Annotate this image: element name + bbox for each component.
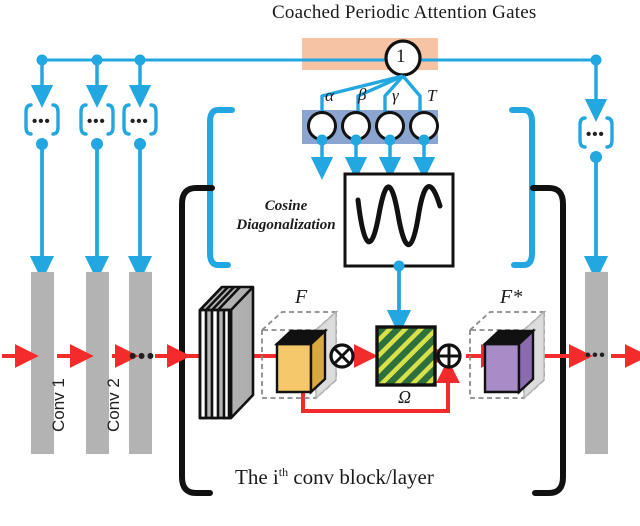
conv-ellipsis-dots: •••	[129, 345, 156, 368]
block-caption-pre: The i	[235, 465, 279, 489]
cosine-to-omega	[386, 260, 412, 335]
cosine-box	[343, 172, 455, 268]
feature-cube-F-star-label: F*	[500, 286, 523, 308]
page-title: Coached Periodic Attention Gates	[272, 2, 537, 23]
black-block-bracket-left	[179, 185, 215, 496]
feature-cube-F-star	[469, 310, 547, 400]
feature-plate-stack	[198, 285, 255, 420]
param-out-nodes	[316, 134, 430, 146]
cyan-bus-drops	[30, 62, 608, 122]
feature-cube-F-label: F	[295, 286, 308, 308]
cosine-box-line2: Diagonalization	[236, 217, 336, 233]
residual-skip-path	[301, 359, 460, 413]
gate-bracket-4-dots: •••	[586, 126, 605, 143]
param-to-cosine-arrows	[310, 142, 436, 180]
conv-tail-dots: •••	[585, 347, 607, 364]
cyan-bus-nodes	[36, 54, 602, 66]
attention-omega-label: Ω	[398, 387, 412, 407]
cosine-box-line1: Cosine	[264, 198, 308, 214]
param-label-alpha: α	[325, 86, 334, 105]
gate-bracket-2-dots: •••	[87, 113, 106, 130]
gate-to-conv-arrows	[29, 146, 609, 281]
conv-2-label: Conv 2	[104, 378, 123, 432]
gate-bracket-3-dots: •••	[130, 113, 149, 130]
block-caption: The ith conv block/layer	[235, 466, 434, 488]
gate-brackets	[24, 103, 614, 149]
param-label-period: T	[427, 86, 437, 105]
attention-map-omega-shape	[375, 325, 437, 387]
param-label-beta: β	[358, 85, 367, 104]
root-to-params-fan	[320, 74, 422, 112]
gate-bracket-out-nodes	[36, 138, 602, 163]
black-block-bracket-right	[530, 185, 566, 496]
blue-scope-bracket-right	[509, 107, 535, 268]
root-node-label: 1	[396, 46, 406, 67]
conv-bars	[31, 272, 608, 454]
param-label-gamma: γ	[392, 86, 399, 105]
add-operator	[436, 343, 462, 369]
block-caption-post: conv block/layer	[288, 465, 434, 489]
block-caption-sup: th	[278, 465, 289, 479]
multiply-operator	[329, 343, 355, 369]
param-circles	[307, 111, 439, 141]
gate-bracket-1-dots: •••	[32, 113, 51, 130]
root-node	[384, 39, 422, 77]
conv-1-label: Conv 1	[49, 378, 68, 432]
